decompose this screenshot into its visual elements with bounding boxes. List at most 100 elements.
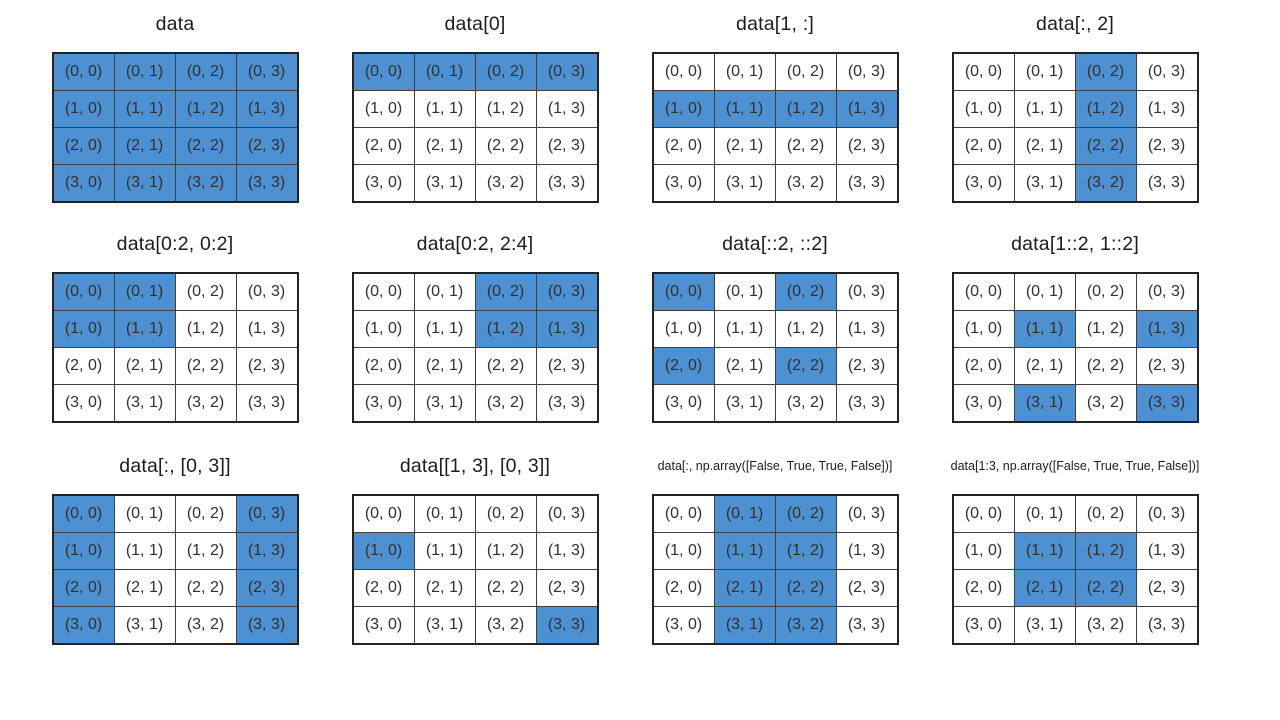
array-cell: (1, 0) xyxy=(652,532,715,570)
array-cell: (0, 2) xyxy=(174,494,237,533)
array-cell: (3, 0) xyxy=(352,164,415,203)
array-cell-highlighted: (3, 0) xyxy=(52,164,115,203)
array-cell: (1, 0) xyxy=(952,90,1015,128)
array-row: (0, 0)(0, 1)(0, 2)(0, 3) xyxy=(952,494,1198,533)
array-cell: (1, 3) xyxy=(835,310,898,348)
array-cell: (3, 3) xyxy=(835,384,898,423)
array-cell-highlighted: (2, 1) xyxy=(113,127,176,165)
array-cell-highlighted: (1, 3) xyxy=(535,310,598,348)
array-cell-highlighted: (1, 1) xyxy=(113,90,176,128)
array-cell: (2, 3) xyxy=(835,347,898,385)
array-cell: (2, 3) xyxy=(1135,127,1198,165)
array-row: (0, 0)(0, 1)(0, 2)(0, 3) xyxy=(52,272,298,311)
array-row: (2, 0)(2, 1)(2, 2)(2, 3) xyxy=(652,127,898,165)
array-row: (1, 0)(1, 1)(1, 2)(1, 3) xyxy=(952,310,1198,348)
array-row: (3, 0)(3, 1)(3, 2)(3, 3) xyxy=(52,164,298,203)
array-cell: (1, 3) xyxy=(535,90,598,128)
example-title: data[0:2, 0:2] xyxy=(116,232,234,255)
array-row: (0, 0)(0, 1)(0, 2)(0, 3) xyxy=(652,52,898,91)
array-cell-highlighted: (1, 3) xyxy=(235,90,298,128)
array-row: (3, 0)(3, 1)(3, 2)(3, 3) xyxy=(352,384,598,423)
array-cell-highlighted: (1, 1) xyxy=(713,90,776,128)
array-cell: (3, 2) xyxy=(474,164,537,203)
array-cell-highlighted: (0, 0) xyxy=(652,272,715,311)
array-row: (1, 0)(1, 1)(1, 2)(1, 3) xyxy=(52,90,298,128)
indexing-example-panel: data[1, :](0, 0)(0, 1)(0, 2)(0, 3)(1, 0)… xyxy=(625,8,925,203)
array-cell-highlighted: (1, 1) xyxy=(113,310,176,348)
array-grid: (0, 0)(0, 1)(0, 2)(0, 3)(1, 0)(1, 1)(1, … xyxy=(51,52,299,203)
array-cell: (2, 3) xyxy=(535,127,598,165)
indexing-example-panel: data[[1, 3], [0, 3]](0, 0)(0, 1)(0, 2)(0… xyxy=(325,450,625,645)
array-cell: (3, 1) xyxy=(1013,606,1076,645)
array-cell: (2, 0) xyxy=(352,347,415,385)
array-cell-highlighted: (0, 2) xyxy=(474,52,537,91)
array-cell-highlighted: (3, 2) xyxy=(174,164,237,203)
array-grid: (0, 0)(0, 1)(0, 2)(0, 3)(1, 0)(1, 1)(1, … xyxy=(51,272,299,423)
indexing-example-panel: data[1:3, np.array([False, True, True, F… xyxy=(925,450,1225,645)
array-cell-highlighted: (1, 2) xyxy=(1074,90,1137,128)
array-cell: (0, 3) xyxy=(835,494,898,533)
array-cell-highlighted: (3, 2) xyxy=(774,606,837,645)
array-cell: (1, 2) xyxy=(1074,310,1137,348)
array-cell: (2, 1) xyxy=(713,347,776,385)
array-row: (3, 0)(3, 1)(3, 2)(3, 3) xyxy=(52,384,298,423)
array-cell-highlighted: (0, 3) xyxy=(535,52,598,91)
array-cell: (1, 3) xyxy=(1135,90,1198,128)
array-cell: (0, 2) xyxy=(1074,494,1137,533)
array-cell: (0, 1) xyxy=(713,52,776,91)
array-row: (1, 0)(1, 1)(1, 2)(1, 3) xyxy=(52,310,298,348)
array-cell-highlighted: (1, 3) xyxy=(235,532,298,570)
array-cell: (2, 2) xyxy=(474,569,537,607)
array-cell: (1, 3) xyxy=(1135,532,1198,570)
indexing-example-panel: data[:, [0, 3]](0, 0)(0, 1)(0, 2)(0, 3)(… xyxy=(25,450,325,645)
array-cell: (2, 0) xyxy=(52,347,115,385)
array-cell: (2, 0) xyxy=(352,127,415,165)
array-cell: (2, 3) xyxy=(535,569,598,607)
array-cell: (2, 0) xyxy=(952,347,1015,385)
array-cell: (3, 2) xyxy=(474,384,537,423)
array-row: (2, 0)(2, 1)(2, 2)(2, 3) xyxy=(652,569,898,607)
indexing-example-panel: data[:, 2](0, 0)(0, 1)(0, 2)(0, 3)(1, 0)… xyxy=(925,8,1225,203)
array-cell: (2, 1) xyxy=(413,127,476,165)
array-row: (3, 0)(3, 1)(3, 2)(3, 3) xyxy=(352,606,598,645)
array-cell: (0, 1) xyxy=(113,494,176,533)
array-cell: (2, 2) xyxy=(474,347,537,385)
indexing-example-panel: data[:, np.array([False, True, True, Fal… xyxy=(625,450,925,645)
example-title: data[::2, ::2] xyxy=(722,232,828,255)
array-cell-highlighted: (0, 0) xyxy=(52,52,115,91)
array-cell: (3, 3) xyxy=(535,384,598,423)
array-row: (1, 0)(1, 1)(1, 2)(1, 3) xyxy=(352,90,598,128)
array-row: (2, 0)(2, 1)(2, 2)(2, 3) xyxy=(52,569,298,607)
indexing-example-panel: data[0](0, 0)(0, 1)(0, 2)(0, 3)(1, 0)(1,… xyxy=(325,8,625,203)
array-cell-highlighted: (2, 1) xyxy=(1013,569,1076,607)
array-cell-highlighted: (2, 0) xyxy=(652,347,715,385)
indexing-example-panel: data[0:2, 0:2] (0, 0)(0, 1)(0, 2)(0, 3)(1… xyxy=(25,228,325,423)
indexing-example-panel: data(0, 0)(0, 1)(0, 2)(0, 3)(1, 0)(1, 1)… xyxy=(25,8,325,203)
array-grid: (0, 0)(0, 1)(0, 2)(0, 3)(1, 0)(1, 1)(1, … xyxy=(951,272,1199,423)
array-cell: (3, 1) xyxy=(113,606,176,645)
example-title: data[1:3, np.array([False, True, True, F… xyxy=(950,459,1200,473)
array-cell: (2, 3) xyxy=(1135,347,1198,385)
array-cell: (1, 2) xyxy=(174,310,237,348)
array-cell-highlighted: (2, 0) xyxy=(52,569,115,607)
array-row: (2, 0)(2, 1)(2, 2)(2, 3) xyxy=(652,347,898,385)
array-grid: (0, 0)(0, 1)(0, 2)(0, 3)(1, 0)(1, 1)(1, … xyxy=(951,52,1199,203)
array-cell: (3, 0) xyxy=(52,384,115,423)
array-cell-highlighted: (0, 0) xyxy=(52,494,115,533)
array-cell: (3, 3) xyxy=(1135,164,1198,203)
example-title: data[0:2, 2:4] xyxy=(416,232,534,255)
array-cell: (3, 3) xyxy=(235,384,298,423)
array-cell: (1, 1) xyxy=(113,532,176,570)
array-cell: (2, 2) xyxy=(774,127,837,165)
array-cell: (0, 3) xyxy=(1135,272,1198,311)
array-cell: (1, 2) xyxy=(174,532,237,570)
array-cell-highlighted: (1, 0) xyxy=(52,310,115,348)
array-cell-highlighted: (1, 2) xyxy=(774,532,837,570)
array-cell-highlighted: (1, 2) xyxy=(174,90,237,128)
indexing-example-panel: data[1::2, 1::2](0, 0)(0, 1)(0, 2)(0, 3)… xyxy=(925,228,1225,423)
array-cell: (3, 0) xyxy=(952,384,1015,423)
array-row: (1, 0)(1, 1)(1, 2)(1, 3) xyxy=(52,532,298,570)
array-cell: (1, 0) xyxy=(652,310,715,348)
array-row: (2, 0)(2, 1)(2, 2)(2, 3) xyxy=(952,569,1198,607)
array-row: (3, 0)(3, 1)(3, 2)(3, 3) xyxy=(652,164,898,203)
